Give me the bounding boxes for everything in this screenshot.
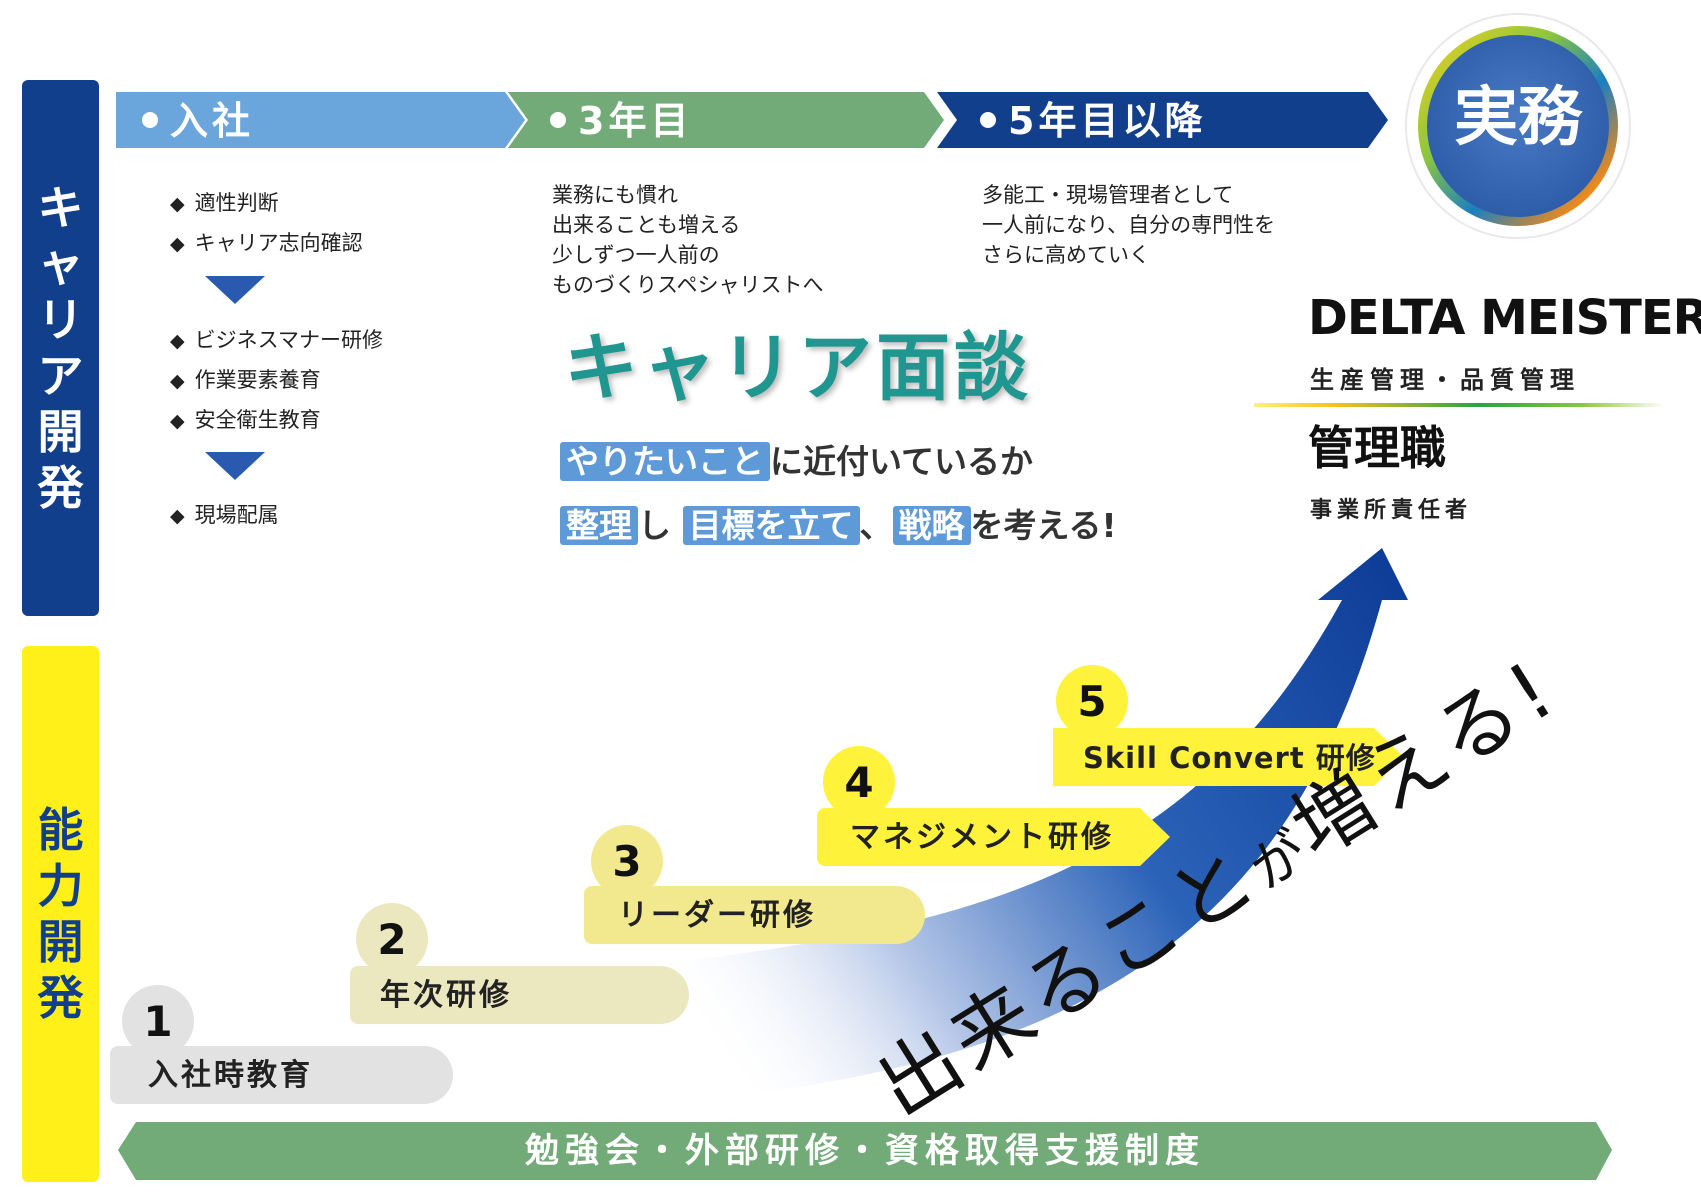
list-item: ビジネスマナー研修 <box>170 321 383 361</box>
step-label-5: Skill Convert 研修 <box>1083 741 1376 775</box>
practice-badge <box>1405 13 1631 239</box>
practice-badge-label: 実務 <box>1454 81 1582 155</box>
list-item: 作業要素養育 <box>170 361 383 401</box>
stage-chevron-year5 <box>937 92 1388 148</box>
desc-line: 出来ることも増える <box>552 213 741 237</box>
ability-bar-char: 発 <box>37 971 84 1025</box>
bullet-dot-icon <box>980 111 996 128</box>
stage-chevron-year3 <box>508 92 944 148</box>
plain-text: に近付いているか <box>770 442 1034 481</box>
highlight-text: 戦略 <box>892 506 971 545</box>
entry-checklist-3: 現場配属 <box>170 496 279 536</box>
stage-label-entry: 入社 <box>142 101 254 141</box>
desc-line: 一人前になり、自分の専門性を <box>982 213 1276 237</box>
step-number-5: 5 <box>1056 665 1128 737</box>
management-role-sub: 事業所責任者 <box>1310 498 1473 523</box>
step-pill-2 <box>350 966 689 1024</box>
step-label-3: リーダー研修 <box>618 898 816 933</box>
delta-meister-subtitle: 生産管理・品質管理 <box>1310 366 1580 394</box>
down-arrow-icon <box>205 276 265 304</box>
ability-bar-char: 能 <box>37 803 84 857</box>
delta-meister-title: DELTA MEISTER <box>1308 290 1701 346</box>
year5-description: 多能工・現場管理者として 一人前になり、自分の専門性を さらに高めていく <box>982 180 1275 270</box>
ability-bar-char: 力 <box>37 859 84 913</box>
interview-line-1: やりたいことに近付いているか <box>560 440 1033 484</box>
career-bar-char: リ <box>37 293 84 347</box>
step-number-2: 2 <box>356 903 428 975</box>
step-label-1: 入社時教育 <box>148 1058 313 1093</box>
career-bar-char: 開 <box>37 405 84 459</box>
bullet-dot-icon <box>550 111 566 128</box>
interview-line-2: 整理し 目標を立て、戦略を考える! <box>560 504 1117 548</box>
career-bar-char: ャ <box>37 237 84 291</box>
step-number-1: 1 <box>122 985 194 1057</box>
management-role: 管理職 <box>1308 421 1446 475</box>
entry-checklist-2: ビジネスマナー研修 作業要素養育 安全衛生教育 <box>170 321 383 441</box>
entry-checklist-1: 適性判断 キャリア志向確認 <box>170 184 363 264</box>
stage-chevrons <box>116 92 1388 148</box>
step-number-4: 4 <box>823 746 895 818</box>
step-number-3: 3 <box>591 825 663 897</box>
highlight-text: 目標を立て <box>682 506 860 545</box>
desc-line: 少しずつ一人前の <box>552 243 720 267</box>
career-development-bar: キ ャ リ ア 開 発 <box>22 80 99 616</box>
desc-line: 多能工・現場管理者として <box>982 183 1234 207</box>
step-pill-1 <box>110 1046 453 1104</box>
desc-line: 業務にも慣れ <box>552 183 678 207</box>
bullet-dot-icon <box>142 111 158 128</box>
career-interview-title: キャリア面談 <box>564 325 1032 411</box>
step-pill-5 <box>1053 728 1404 786</box>
step-pill-3 <box>584 886 925 944</box>
list-item: 安全衛生教育 <box>170 401 383 441</box>
stage-label-year5: 5年目以降 <box>980 101 1206 141</box>
list-item: キャリア志向確認 <box>170 224 363 264</box>
desc-line: ものづくりスペシャリストへ <box>552 273 824 297</box>
stage-chevron-entry <box>116 92 525 148</box>
step-pill-4 <box>817 808 1170 866</box>
career-bar-char: 発 <box>37 461 84 515</box>
career-bar-char: ア <box>37 349 84 403</box>
down-arrow-icon <box>205 452 265 480</box>
plain-text: を考える! <box>970 506 1117 545</box>
step-label-4: マネジメント研修 <box>850 820 1114 855</box>
highlight-text: 整理 <box>560 506 638 545</box>
ability-bar-char: 開 <box>37 915 84 969</box>
support-bar-label: 勉強会・外部研修・資格取得支援制度 <box>525 1131 1205 1171</box>
desc-line: さらに高めていく <box>982 243 1150 267</box>
list-item: 現場配属 <box>170 496 279 536</box>
stage-label-year3: 3年目 <box>550 101 692 141</box>
list-item: 適性判断 <box>170 184 363 224</box>
plain-text: 、 <box>859 506 893 545</box>
plain-text: し <box>638 506 671 545</box>
highlight-text: やりたいこと <box>560 442 770 481</box>
step-label-2: 年次研修 <box>380 978 512 1013</box>
ability-development-bar: 能 力 開 発 <box>22 646 99 1182</box>
year3-description: 業務にも慣れ 出来ることも増える 少しずつ一人前の ものづくりスペシャリストへ <box>552 180 824 300</box>
gradient-divider <box>1254 403 1664 407</box>
career-bar-char: キ <box>37 181 84 235</box>
